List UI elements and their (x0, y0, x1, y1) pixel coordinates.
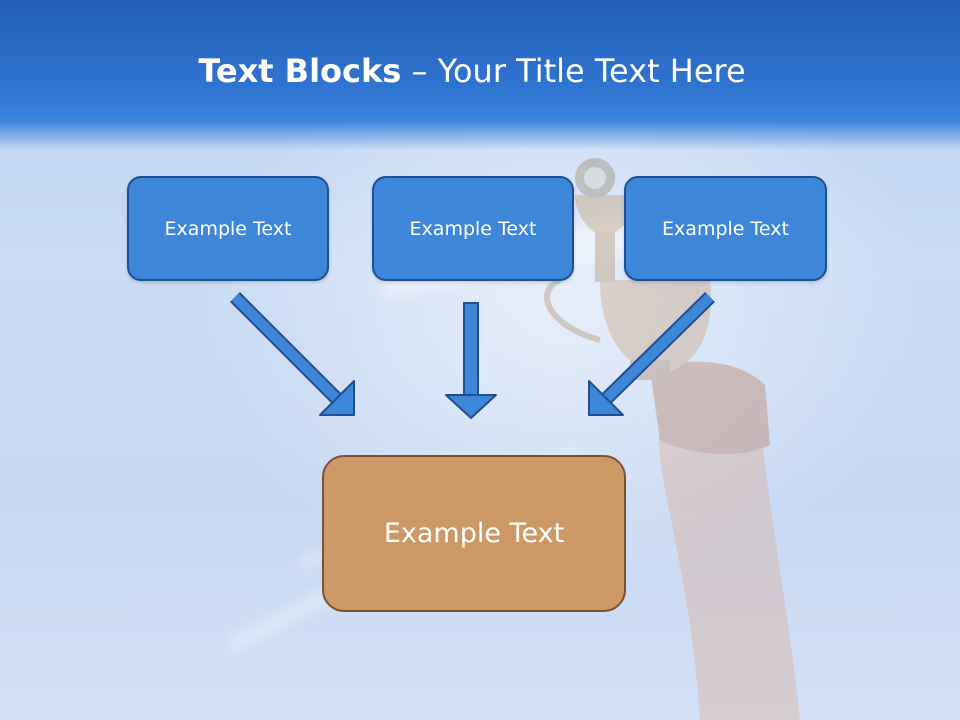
slide-title-dash: – (401, 52, 438, 90)
slide-title: Text Blocks – Your Title Text Here (0, 52, 944, 90)
target-text-block[interactable]: Example Text (322, 455, 626, 612)
arrow-down-icon (445, 302, 497, 419)
target-text-block-label: Example Text (383, 518, 565, 549)
slide-title-bold: Text Blocks (198, 52, 402, 90)
text-block-label: Example Text (409, 217, 537, 240)
text-block-right[interactable]: Example Text (624, 176, 827, 281)
arrow-down-left-icon (588, 292, 715, 416)
text-block-center[interactable]: Example Text (372, 176, 574, 281)
text-block-label: Example Text (662, 217, 789, 240)
title-bar (0, 0, 960, 150)
text-block-label: Example Text (164, 217, 292, 240)
slide-title-rest: Your Title Text Here (437, 52, 746, 90)
text-block-left[interactable]: Example Text (127, 176, 329, 281)
arrow-down-right-icon (230, 292, 355, 416)
